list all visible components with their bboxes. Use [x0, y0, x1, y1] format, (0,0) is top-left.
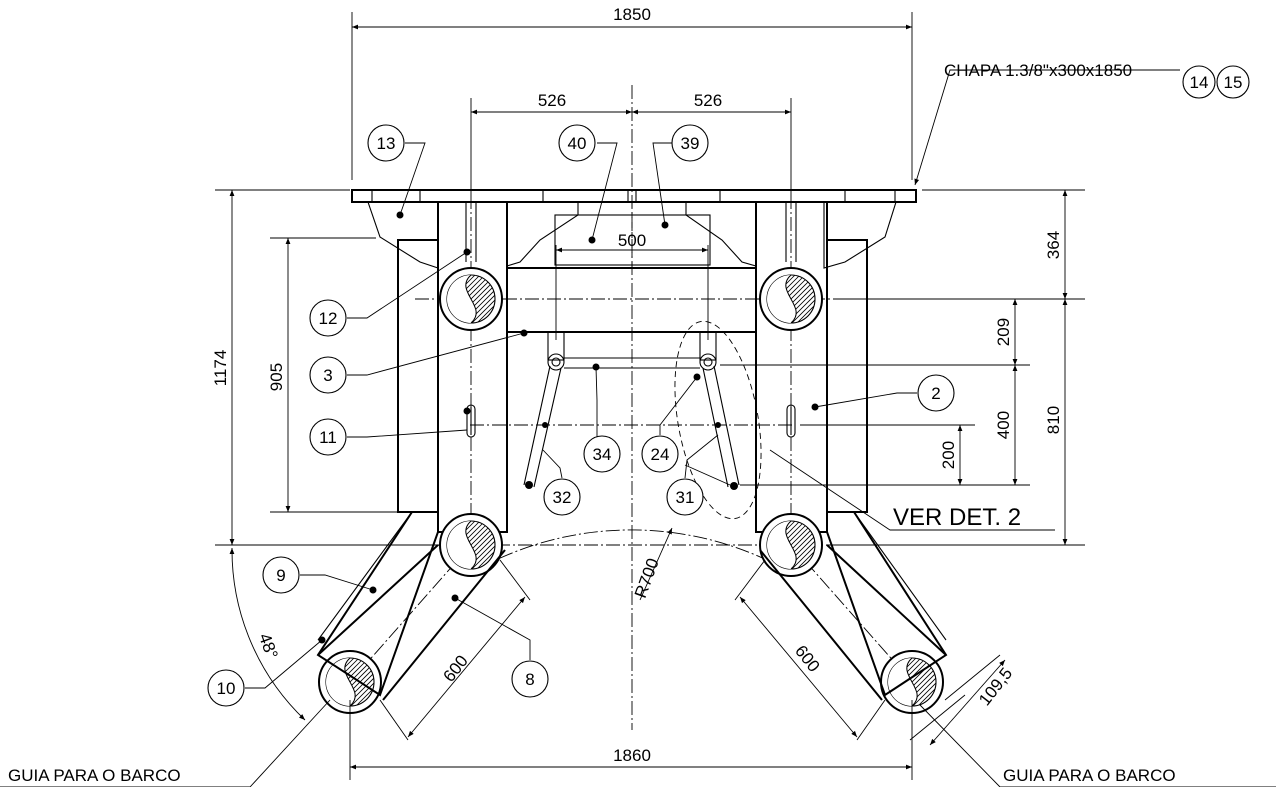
balloon-39: 39: [671, 124, 709, 162]
balloon-31: 31: [666, 478, 704, 516]
balloon-40: 40: [558, 124, 596, 162]
svg-text:34: 34: [593, 445, 612, 464]
slots: [466, 404, 796, 438]
dim-905: 905: [267, 363, 286, 391]
tube-sections: [318, 267, 944, 714]
dim-209: 209: [994, 318, 1013, 346]
top-plate: [351, 189, 917, 203]
svg-text:40: 40: [568, 134, 587, 153]
svg-text:24: 24: [651, 445, 670, 464]
svg-text:8: 8: [525, 670, 534, 689]
svg-text:14: 14: [1190, 73, 1209, 92]
balloon-13: 13: [367, 124, 405, 162]
dim-r700: R700: [631, 556, 663, 601]
svg-text:11: 11: [319, 428, 337, 447]
dim-1850: 1850: [613, 5, 651, 24]
balloon-12: 12: [309, 299, 347, 337]
dim-526-left: 526: [538, 91, 566, 110]
balloon-34: 34: [583, 435, 621, 473]
balloon-10: 10: [207, 669, 245, 707]
guide-left-label: GUIA PARA O BARCO: [8, 766, 181, 785]
svg-text:15: 15: [1224, 73, 1243, 92]
tube-bottom-left: [439, 513, 503, 577]
svg-text:9: 9: [276, 566, 285, 585]
svg-text:13: 13: [377, 134, 396, 153]
balloon-14: 14: [1182, 65, 1216, 99]
dimension-lines: [215, 12, 1085, 780]
guide-right-label: GUIA PARA O BARCO: [1003, 766, 1176, 785]
svg-text:12: 12: [319, 309, 338, 328]
dim-600-left: 600: [439, 652, 471, 686]
svg-text:3: 3: [323, 366, 332, 385]
leader-lines: [0, 69, 1276, 787]
dim-1174: 1174: [211, 350, 230, 387]
dim-1860: 1860: [613, 746, 651, 765]
tube-top-left: [439, 267, 503, 331]
leader-dots: [318, 211, 819, 644]
balloons: 13 40 39 14 15 12 3 11 2 34 24 32 31 9 1…: [207, 65, 1250, 707]
plate-note: CHAPA 1.3/8"x300x1850: [944, 61, 1132, 80]
detail-note: VER DET. 2: [893, 504, 1021, 531]
dim-364: 364: [1044, 231, 1063, 259]
balloon-15: 15: [1216, 65, 1250, 99]
dim-810: 810: [1044, 406, 1063, 434]
balloon-32: 32: [543, 478, 581, 516]
balloon-2: 2: [917, 374, 955, 412]
dim-48deg: 48°: [255, 631, 282, 662]
svg-text:39: 39: [681, 134, 700, 153]
svg-text:2: 2: [931, 384, 940, 403]
svg-text:10: 10: [217, 679, 236, 698]
annotations: CHAPA 1.3/8"x300x1850 VER DET. 2 GUIA PA…: [8, 61, 1176, 785]
dim-400: 400: [994, 411, 1013, 439]
dim-500: 500: [618, 231, 646, 250]
balloon-24: 24: [641, 435, 679, 473]
svg-text:31: 31: [676, 488, 695, 507]
tube-bottom-right: [759, 513, 823, 577]
tube-top-right: [759, 267, 823, 331]
svg-text:32: 32: [553, 488, 572, 507]
balloon-8: 8: [511, 660, 549, 698]
balloon-9: 9: [262, 556, 300, 594]
balloon-3: 3: [309, 356, 347, 394]
legs: [316, 511, 948, 701]
balloon-11: 11: [309, 418, 347, 456]
dim-526-right: 526: [694, 91, 722, 110]
dim-600-right: 600: [791, 642, 823, 676]
dim-200: 200: [939, 441, 958, 469]
